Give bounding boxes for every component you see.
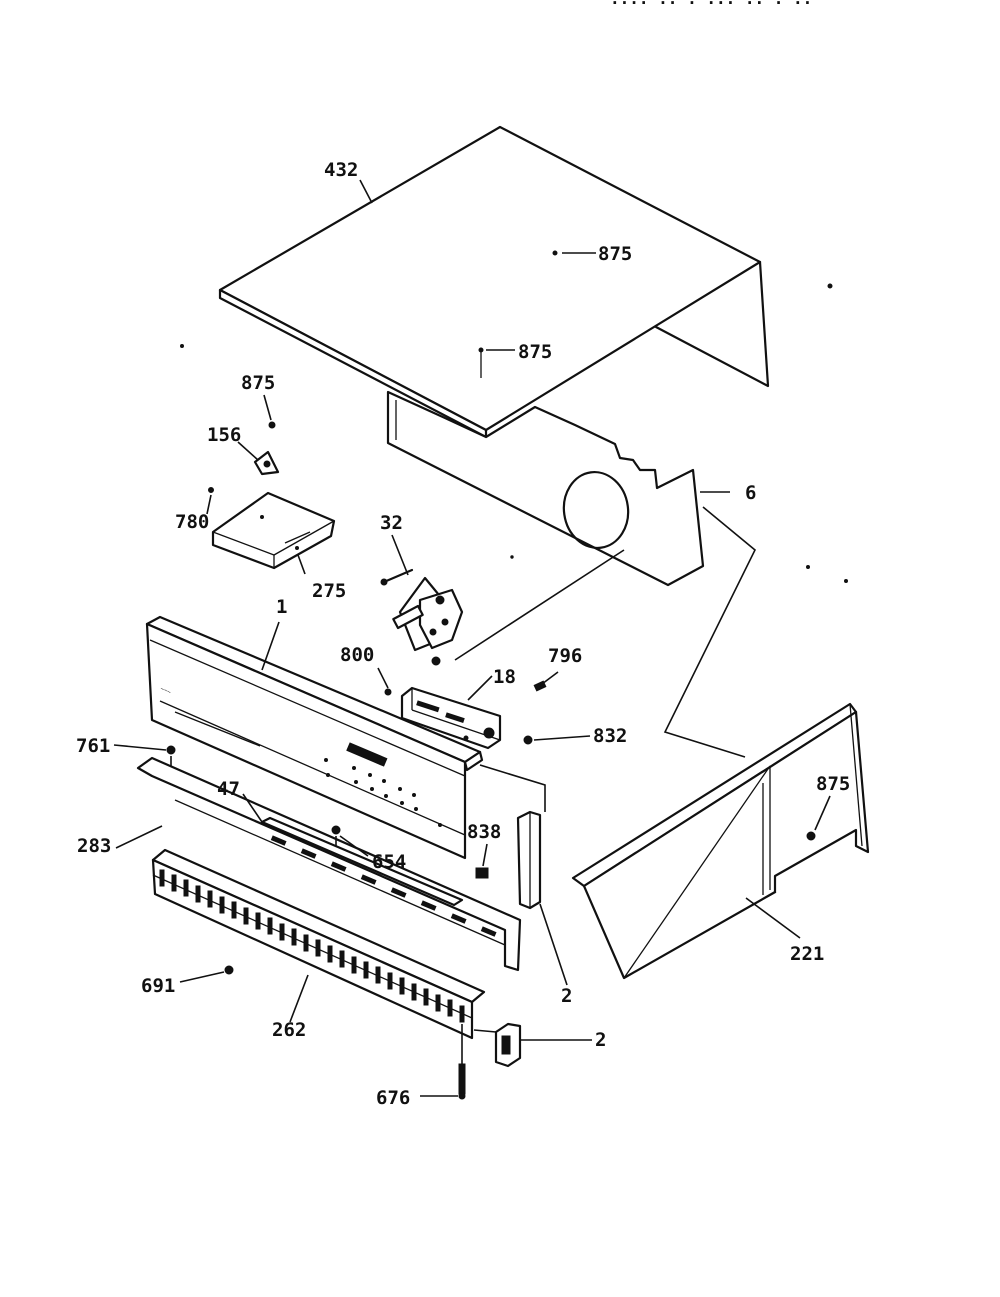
header-fragment: ···· ·· · ··· ·· · ··	[610, 0, 812, 12]
part-262-vent-grille	[151, 848, 486, 1040]
part-221-side-panel	[571, 702, 870, 980]
part-156-bracket	[253, 450, 280, 476]
callout-875-mid: 875	[518, 341, 552, 363]
callout-262: 262	[272, 1019, 306, 1041]
callout-875-right: 875	[816, 773, 850, 795]
callout-796: 796	[548, 645, 582, 667]
leader-lines	[113, 179, 831, 1097]
callout-2-upper: 2	[561, 985, 572, 1007]
callout-838: 838	[467, 821, 501, 843]
callout-275: 275	[312, 580, 346, 602]
part-6-rear-panel	[386, 390, 705, 587]
callout-654: 654	[372, 851, 406, 873]
screw-676	[458, 1024, 466, 1100]
callout-875-top: 875	[598, 243, 632, 265]
bracket-slots	[270, 835, 497, 937]
callout-221: 221	[790, 943, 824, 965]
callout-2-lower: 2	[595, 1029, 606, 1051]
screw-800	[384, 688, 392, 696]
callout-780: 780	[175, 511, 209, 533]
screw-780	[208, 487, 214, 493]
callout-32: 32	[380, 512, 403, 534]
screw-875-left	[268, 421, 276, 429]
callout-47: 47	[217, 778, 240, 800]
part-2-end-cap-lower	[473, 1022, 522, 1068]
part-32-fan-motor	[380, 534, 464, 666]
part-1-control-panel: ~~~	[145, 615, 484, 860]
part-838-clip	[475, 867, 489, 879]
part-432-top-cover	[218, 125, 770, 439]
callout-labels: 432 875 875 875 156 780 275 6 32 1 800 1…	[76, 159, 850, 1109]
callout-832: 832	[593, 725, 627, 747]
part-2-end-cap-upper	[479, 764, 546, 910]
grille-vents	[159, 869, 465, 1023]
callout-676: 676	[376, 1087, 410, 1109]
callout-283: 283	[77, 835, 111, 857]
callout-6: 6	[745, 482, 756, 504]
callout-18: 18	[493, 666, 516, 688]
part-275-plate	[211, 491, 336, 570]
screw-832	[523, 735, 533, 745]
screw-654	[331, 825, 341, 846]
callout-761: 761	[76, 735, 110, 757]
callout-691: 691	[141, 975, 175, 997]
callout-800: 800	[340, 644, 374, 666]
svg-text:~~~: ~~~	[159, 685, 172, 696]
callout-432: 432	[324, 159, 358, 181]
wire-harness	[454, 506, 756, 758]
part-283-trim-bracket	[136, 756, 522, 972]
panel-buttons	[324, 758, 442, 827]
part-18-control-board	[400, 686, 502, 750]
callout-1: 1	[276, 596, 287, 618]
callout-156: 156	[207, 424, 241, 446]
callout-875-left: 875	[241, 372, 275, 394]
screw-691	[224, 965, 234, 975]
